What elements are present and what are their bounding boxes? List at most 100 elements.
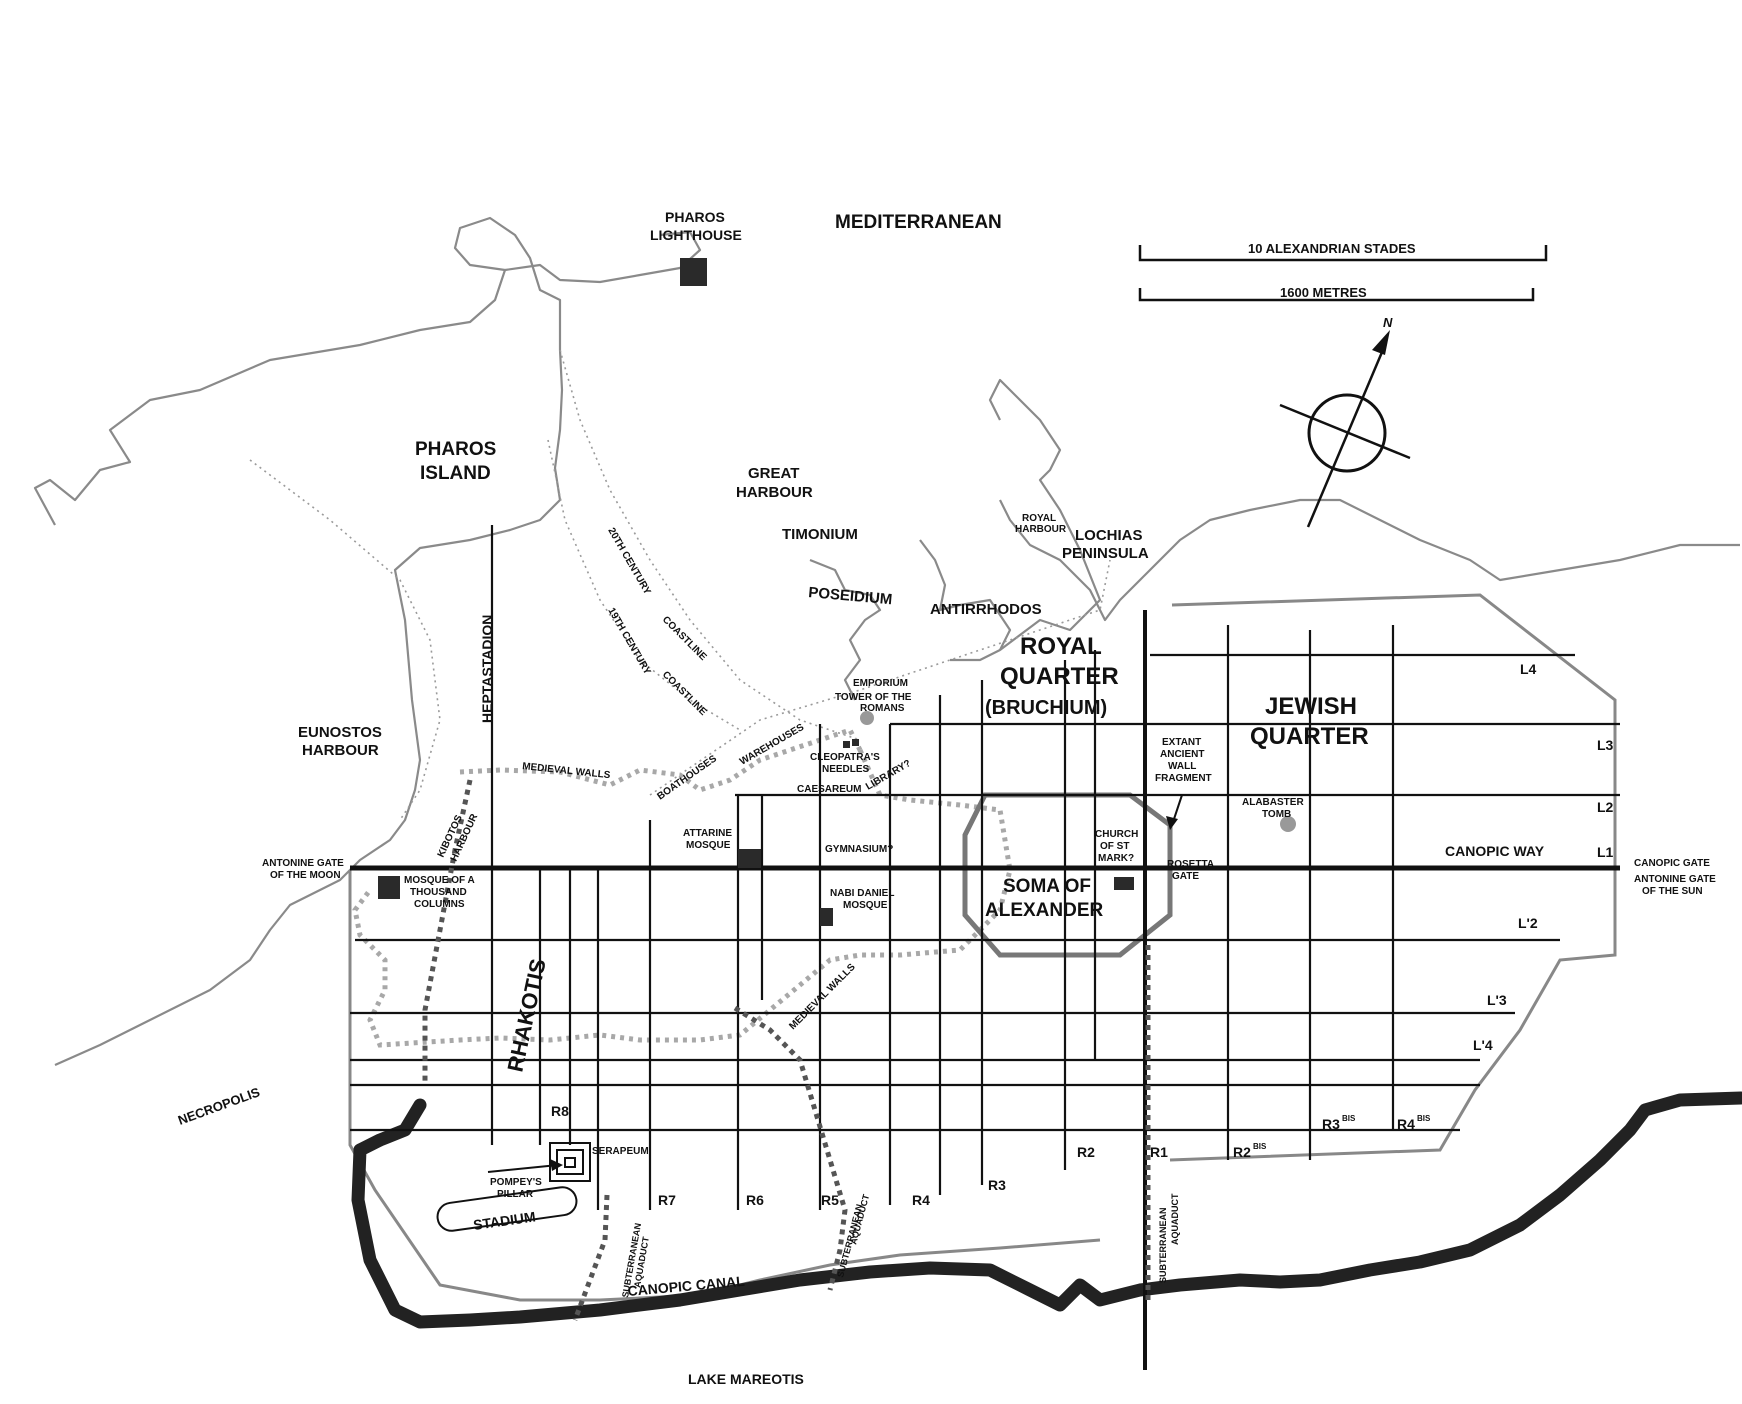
label-extant-3: WALL <box>1168 761 1196 772</box>
label-tower-2: ROMANS <box>860 703 905 714</box>
kibotos-aqueduct <box>422 779 473 1085</box>
cleopatras-needles-marker-2 <box>852 739 859 746</box>
label-royal-quarter-2: QUARTER <box>1000 663 1119 690</box>
label-antonine-moon-2: OF THE MOON <box>270 870 341 881</box>
map-labels: MEDITERRANEAN PHAROS LIGHTHOUSE PHAROS I… <box>176 209 1716 1387</box>
label-mosque-thousand-1: MOSQUE OF A <box>404 875 475 886</box>
attarine-mosque-marker <box>738 849 761 868</box>
pharos-north-coast <box>504 230 702 284</box>
label-antonine-sun-2: OF THE SUN <box>1642 886 1703 897</box>
label-mediterranean: MEDITERRANEAN <box>835 212 1002 233</box>
label-church-1: CHURCH <box>1095 829 1138 840</box>
label-aqueduct-east-2: AQUADUCT <box>1170 1193 1180 1245</box>
pharos-lighthouse-marker <box>680 258 707 286</box>
label-alabaster-1: ALABASTER <box>1242 797 1304 808</box>
label-soma-1: SOMA OF <box>1003 876 1091 897</box>
street-label-R7: R7 <box>658 1192 676 1208</box>
street-label-Lp3: L'3 <box>1487 992 1507 1008</box>
label-royal-quarter-1: ROYAL <box>1020 633 1102 660</box>
street-label-R3: R3 <box>988 1177 1006 1193</box>
label-r8: R8 <box>551 1103 569 1119</box>
label-royal-quarter-3: (BRUCHIUM) <box>985 697 1107 719</box>
royal-harbour-coastline <box>950 378 1102 662</box>
harbour-mole <box>649 559 1111 796</box>
compass-rose <box>1279 330 1411 528</box>
street-label-R4bis: R4 <box>1397 1116 1415 1132</box>
label-canopic-gate: CANOPIC GATE <box>1634 858 1710 869</box>
street-label-L4: L4 <box>1520 661 1537 677</box>
label-extant-1: EXTANT <box>1162 737 1201 748</box>
label-antonine-moon-1: ANTONINE GATE <box>262 858 344 869</box>
label-caesareum: CAESAREUM <box>797 784 861 795</box>
label-great-harbour-1: GREAT <box>748 465 799 482</box>
medieval-walls-east <box>352 748 1013 1048</box>
scale-bars <box>1138 245 1548 302</box>
street-label-R1: R1 <box>1150 1144 1168 1160</box>
label-pharos-lighthouse-2: LIGHTHOUSE <box>650 227 742 243</box>
label-pharos-island-2: ISLAND <box>420 463 491 484</box>
label-antirrhodos: ANTIRRHODOS <box>930 601 1042 618</box>
buildings <box>378 258 1296 1232</box>
label-nabi-1: NABI DANIEL <box>830 888 894 899</box>
label-serapeum: SERAPEUM <box>592 1146 649 1157</box>
label-scale-stades: 10 ALEXANDRIAN STADES <box>1248 241 1416 256</box>
pharos-coastline <box>33 216 564 1067</box>
label-antonine-sun-1: ANTONINE GATE <box>1634 874 1716 885</box>
label-warehouses: WAREHOUSES <box>738 722 806 768</box>
serapeum-outer <box>549 1142 591 1182</box>
alabaster-tomb-marker <box>1280 816 1296 832</box>
label-nabi-2: MOSQUE <box>843 900 888 911</box>
label-eunostos-2: HARBOUR <box>302 742 379 759</box>
label-rosetta-2: GATE <box>1172 871 1199 882</box>
street-label-R4: R4 <box>912 1192 930 1208</box>
street-label-R4bis-sup: BIS <box>1417 1114 1431 1123</box>
label-attarine-1: ATTARINE <box>683 828 732 839</box>
pompey-pillar-arrowhead-icon <box>550 1159 563 1171</box>
coastlines <box>33 216 1740 1302</box>
label-poseidium: POSEIDIUM <box>808 584 893 608</box>
label-lochias-2: PENINSULA <box>1062 545 1149 562</box>
cleopatras-needles-marker-1 <box>843 741 850 748</box>
label-lochias-1: LOCHIAS <box>1075 527 1143 544</box>
label-jewish-quarter-2: QUARTER <box>1250 723 1369 750</box>
label-pompey-1: POMPEY'S <box>490 1177 542 1188</box>
street-labels: L4 L3 L2 L1 L'2 L'3 L'4 R7 R6 R5 R4 R3 R… <box>658 661 1614 1208</box>
street-label-Lp4: L'4 <box>1473 1037 1493 1053</box>
label-lake-mareotis: LAKE MAREOTIS <box>688 1371 804 1387</box>
street-label-L2: L2 <box>1597 799 1614 815</box>
label-extant-2: ANCIENT <box>1160 749 1204 760</box>
label-royal-harbour-2: HARBOUR <box>1015 524 1067 535</box>
label-rosetta-1: ROSETTA <box>1167 859 1214 870</box>
label-20th-century: 20TH CENTURY <box>605 526 652 597</box>
label-attarine-2: MOSQUE <box>686 840 731 851</box>
nabi-daniel-mosque-marker <box>820 908 833 926</box>
label-cleopatra-2: NEEDLES <box>822 764 870 775</box>
serapeum-core <box>564 1157 576 1168</box>
label-extant-4: FRAGMENT <box>1155 773 1212 784</box>
label-medieval-walls-north: MEDIEVAL WALLS <box>522 761 612 781</box>
label-scale-metres: 1600 METRES <box>1280 285 1367 300</box>
antirrhodos-coastline <box>919 539 1012 651</box>
mosque-thousand-columns-marker <box>378 876 400 899</box>
street-label-R5: R5 <box>821 1192 839 1208</box>
label-canopic-way: CANOPIC WAY <box>1445 843 1545 859</box>
label-eunostos-1: EUNOSTOS <box>298 724 382 741</box>
label-church-3: MARK? <box>1098 853 1134 864</box>
street-grid <box>350 525 1620 1370</box>
street-label-R2bis: R2 <box>1233 1144 1251 1160</box>
stadium-shape <box>436 1186 578 1232</box>
tower-of-the-romans-marker <box>860 711 874 725</box>
label-church-2: OF ST <box>1100 841 1129 852</box>
label-mosque-thousand-3: COLUMNS <box>414 899 465 910</box>
church-st-mark-marker <box>1114 877 1134 890</box>
label-pompey-2: PILLAR <box>497 1189 534 1200</box>
wall-fragment-arrowhead-icon <box>1166 816 1178 830</box>
label-emporium: EMPORIUM <box>853 678 908 689</box>
label-boathouses: BOATHOUSES <box>655 753 719 802</box>
label-19th-century: 19TH CENTURY <box>605 606 652 677</box>
label-timonium: TIMONIUM <box>782 526 858 543</box>
street-label-R2bis-sup: BIS <box>1253 1142 1267 1151</box>
medieval-walls-north <box>459 726 863 793</box>
label-royal-harbour-1: ROYAL <box>1022 513 1056 524</box>
label-great-harbour-2: HARBOUR <box>736 484 813 501</box>
